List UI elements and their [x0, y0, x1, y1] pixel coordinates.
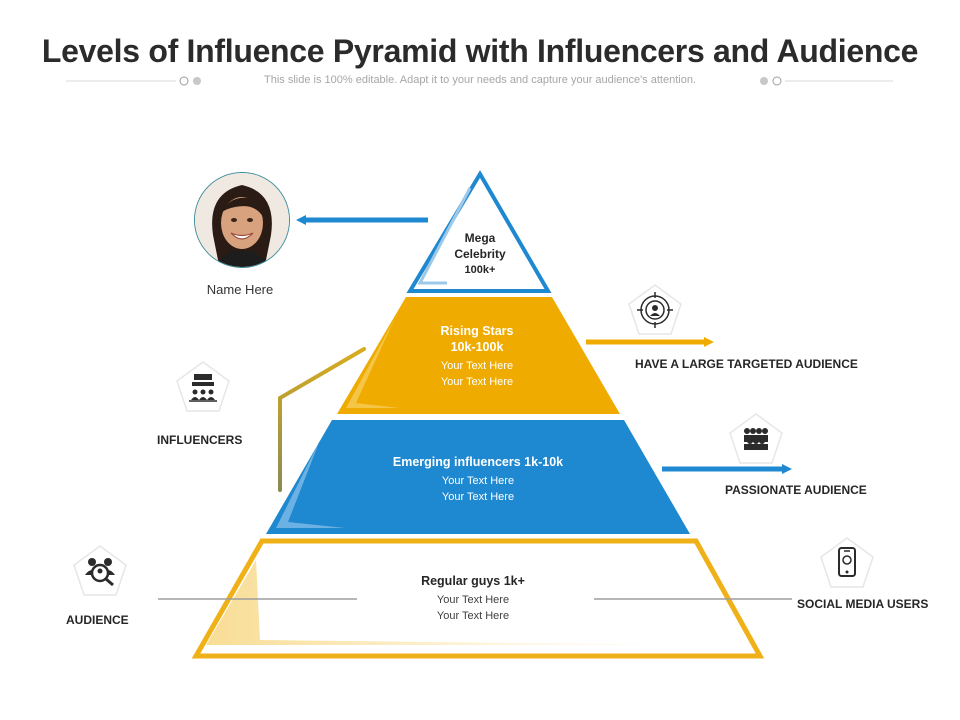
level-rising-label: Rising Stars 10k-100k Your Text Here You… — [397, 323, 557, 390]
level-emerging-label: Emerging influencers 1k-10k Your Text He… — [338, 454, 618, 505]
label-influencers: INFLUENCERS — [157, 433, 243, 447]
level-mega-label: Mega Celebrity 100k+ — [430, 230, 530, 278]
connector-mega — [296, 215, 428, 225]
regular-text-2: Your Text Here — [436, 610, 510, 622]
rising-title: Rising Stars — [440, 324, 514, 338]
pentagon-influencers — [176, 361, 230, 412]
emerging-text-1: Your Text Here — [441, 475, 515, 487]
regular-title: Regular guys 1k+ — [421, 574, 525, 588]
label-audience: AUDIENCE — [66, 613, 129, 627]
connector-passionate — [662, 464, 792, 474]
search-people-icon — [85, 558, 115, 587]
rising-text-1: Your Text Here — [440, 360, 514, 372]
regular-text-1: Your Text Here — [436, 594, 510, 606]
label-passionate-audience: PASSIONATE AUDIENCE — [725, 483, 867, 497]
connector-influencers — [278, 347, 366, 492]
subtitle-divider — [66, 76, 893, 86]
level-mega-shape — [406, 170, 552, 293]
label-targeted-audience: HAVE A LARGE TARGETED AUDIENCE — [635, 357, 858, 371]
level-rising-shape — [337, 297, 620, 414]
crowd-icon — [744, 428, 768, 450]
influencer-avatar — [194, 172, 290, 268]
emerging-title: Emerging influencers 1k-10k — [392, 455, 564, 469]
pentagon-social — [820, 537, 874, 588]
rising-range: 10k-100k — [450, 340, 504, 354]
slide-title: Levels of Influence Pyramid with Influen… — [41, 33, 919, 69]
label-social-media-users: SOCIAL MEDIA USERS — [797, 597, 929, 611]
mega-line2: Celebrity — [454, 247, 506, 261]
level-regular-label: Regular guys 1k+ Your Text Here Your Tex… — [383, 573, 563, 624]
person-name: Name Here — [206, 282, 274, 297]
rising-text-2: Your Text Here — [440, 376, 514, 388]
target-people-icon — [637, 292, 673, 328]
person-portrait-icon — [195, 173, 289, 267]
level-emerging-shape — [266, 420, 690, 534]
mega-line3: 100k+ — [464, 264, 496, 276]
mega-line1: Mega — [464, 231, 496, 245]
slide-subtitle: This slide is 100% editable. Adapt it to… — [264, 74, 696, 86]
connector-targeted — [586, 337, 714, 347]
smartphone-icon — [838, 547, 856, 577]
level-regular-shape — [191, 538, 765, 659]
stage-speaker-icon — [189, 374, 217, 402]
emerging-text-2: Your Text Here — [441, 491, 515, 503]
